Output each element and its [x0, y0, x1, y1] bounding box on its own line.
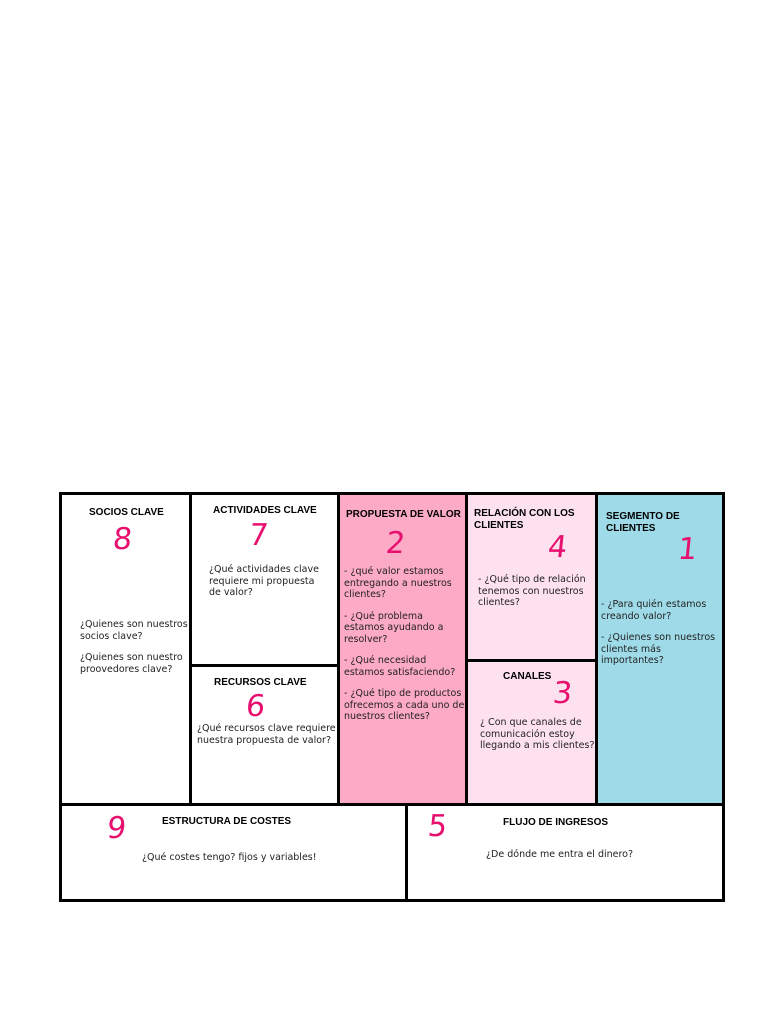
- cell-title: CANALES: [503, 671, 552, 682]
- cell-flujo-de-ingresos: FLUJO DE INGRESOS 5 ¿De dónde me entra e…: [405, 803, 725, 902]
- question-text: ¿De dónde me entra el dinero?: [486, 849, 634, 860]
- cell-number: 7: [247, 518, 270, 553]
- cell-number: 6: [244, 689, 267, 724]
- cell-questions: - ¿Para quién estamos creando valor? - ¿…: [601, 599, 722, 667]
- cell-questions: - ¿qué valor estamos entregando a nuestr…: [344, 566, 465, 723]
- question-text: - ¿Para quién estamos creando valor?: [601, 599, 707, 622]
- cell-questions: ¿Qué costes tengo? fijos y variables!: [142, 852, 362, 864]
- cell-title: RELACIÓN CON LOS CLIENTES: [474, 508, 575, 531]
- cell-questions: - ¿Qué tipo de relación tenemos con nues…: [478, 574, 594, 609]
- cell-title: ACTIVIDADES CLAVE: [213, 505, 317, 516]
- question-text: ¿Qué recursos clave requiere nuestra pro…: [197, 723, 336, 746]
- cell-title: RECURSOS CLAVE: [214, 677, 307, 688]
- question-text: ¿ Con que canales de comunicación estoy …: [480, 717, 595, 751]
- cell-number: 8: [111, 522, 134, 557]
- cell-socios-clave: SOCIOS CLAVE 8 ¿Quienes son nuestros soc…: [59, 492, 192, 806]
- business-model-canvas: SOCIOS CLAVE 8 ¿Quienes son nuestros soc…: [59, 492, 725, 902]
- question-text: - ¿Qué tipo de relación tenemos con nues…: [478, 574, 586, 608]
- question-text: - ¿qué valor estamos entregando a nuestr…: [344, 566, 452, 600]
- cell-title: PROPUESTA DE VALOR: [346, 509, 461, 520]
- cell-actividades-clave: ACTIVIDADES CLAVE 7 ¿Qué actividades cla…: [189, 492, 340, 667]
- cell-questions: ¿Quienes son nuestros socios clave? ¿Qui…: [80, 619, 188, 675]
- cell-number: 9: [105, 811, 128, 846]
- question-text: ¿Qué actividades clave requiere mi propu…: [209, 564, 319, 598]
- cell-questions: ¿ Con que canales de comunicación estoy …: [480, 717, 595, 752]
- cell-propuesta-de-valor: PROPUESTA DE VALOR 2 - ¿qué valor estamo…: [337, 492, 468, 806]
- cell-estructura-de-costes: ESTRUCTURA DE COSTES 9 ¿Qué costes tengo…: [59, 803, 408, 902]
- question-text: ¿Quienes son nuestros socios clave?: [80, 619, 188, 642]
- cell-questions: ¿Qué actividades clave requiere mi propu…: [209, 564, 327, 599]
- cell-questions: ¿De dónde me entra el dinero?: [486, 849, 706, 861]
- cell-number: 1: [676, 532, 699, 567]
- cell-recursos-clave: RECURSOS CLAVE 6 ¿Qué recursos clave req…: [189, 664, 340, 806]
- question-text: - ¿Quienes son nuestros clientes más imp…: [601, 632, 716, 666]
- question-text: ¿Qué costes tengo? fijos y variables!: [142, 852, 317, 863]
- cell-title: SEGMENTO DE CLIENTES: [606, 511, 680, 534]
- cell-title: SOCIOS CLAVE: [89, 507, 164, 518]
- cell-relacion-con-clientes: RELACIÓN CON LOS CLIENTES 4 - ¿Qué tipo …: [465, 492, 598, 662]
- cell-canales: CANALES 3 ¿ Con que canales de comunicac…: [465, 659, 598, 806]
- cell-number: 3: [551, 676, 574, 711]
- cell-segmento-de-clientes: SEGMENTO DE CLIENTES 1 - ¿Para quién est…: [595, 492, 725, 806]
- question-text: ¿Quienes son nuestro proovedores clave?: [80, 652, 183, 675]
- cell-number: 2: [384, 526, 407, 561]
- cell-number: 5: [426, 809, 449, 844]
- question-text: - ¿Qué necesidad estamos satisfaciendo?: [344, 655, 456, 678]
- question-text: - ¿Qué tipo de productos ofrecemos a cad…: [344, 688, 465, 722]
- cell-title: FLUJO DE INGRESOS: [503, 817, 609, 828]
- cell-title: ESTRUCTURA DE COSTES: [162, 816, 292, 827]
- question-text: - ¿Qué problema estamos ayudando a resol…: [344, 610, 444, 645]
- cell-number: 4: [546, 530, 569, 565]
- cell-questions: ¿Qué recursos clave requiere nuestra pro…: [197, 723, 337, 746]
